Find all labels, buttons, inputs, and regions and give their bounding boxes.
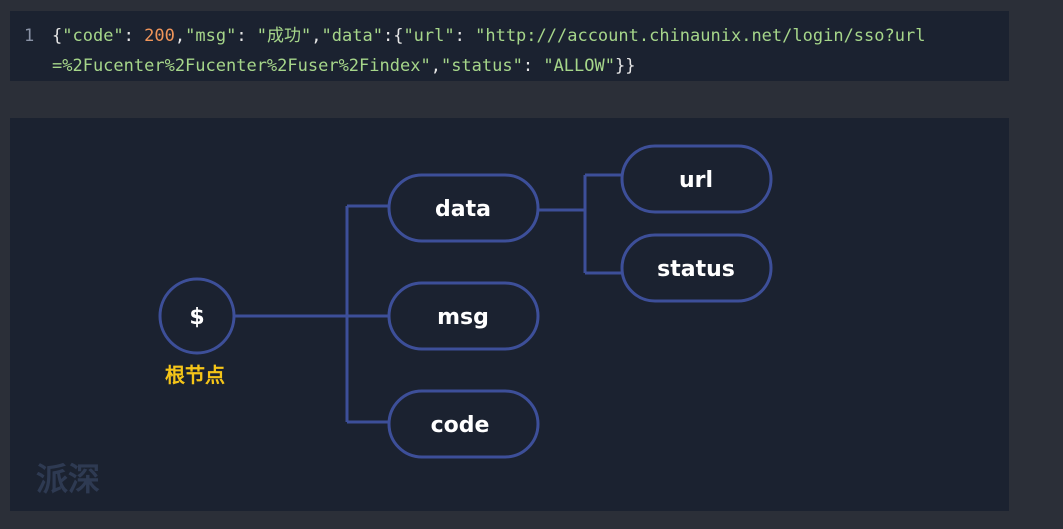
- line-number: 1: [24, 26, 35, 46]
- node-data-label: data: [435, 197, 491, 222]
- code-key-msg: "msg": [185, 26, 237, 46]
- code-token: :: [236, 26, 257, 46]
- code-token: ,: [174, 26, 186, 46]
- code-token: {: [52, 26, 63, 46]
- json-tree-diagram: $ 根节点 data msg code url status 派深: [10, 118, 1009, 511]
- code-token: ,: [311, 26, 322, 46]
- code-key-code: "code": [62, 26, 124, 46]
- root-node: [158, 277, 236, 355]
- node-data: [387, 173, 540, 243]
- node-msg-label: msg: [437, 305, 489, 330]
- code-value-code: 200: [144, 26, 175, 46]
- code-token: :: [454, 26, 476, 46]
- code-key-status: "status": [440, 56, 523, 76]
- code-key-url: "url": [403, 26, 455, 46]
- tree-svg: $ 根节点 data msg code url status 派深: [36, 144, 773, 498]
- node-code-label: code: [431, 413, 490, 438]
- code-token: }}: [614, 56, 636, 76]
- code-token: :: [522, 56, 544, 76]
- code-value-url: "http:///account.chinaunix.net/login/sso…: [475, 26, 926, 46]
- node-msg: [387, 281, 540, 351]
- code-token: :{: [382, 26, 404, 46]
- code-token: :: [123, 26, 145, 46]
- code-value-status: "ALLOW": [543, 56, 615, 76]
- code-text: {"code": 200,"msg": "成功","data":{"url": …: [52, 21, 1002, 81]
- code-block: 1 {"code": 200,"msg": "成功","data":{"url"…: [10, 11, 1009, 81]
- node-url: [620, 144, 773, 214]
- code-token: ,: [430, 56, 441, 76]
- node-status-label: status: [657, 257, 735, 282]
- code-key-data: "data": [321, 26, 383, 46]
- node-code: [387, 389, 540, 459]
- code-value-msg: "成功": [256, 26, 312, 46]
- node-url-label: url: [679, 168, 713, 193]
- node-status: [620, 233, 773, 303]
- code-value-url-cont: =%2Fucenter%2Fucenter%2Fuser%2Findex": [52, 56, 431, 76]
- root-label: $: [189, 305, 204, 330]
- root-caption: 根节点: [165, 363, 225, 387]
- watermark-logo: 派深: [36, 460, 100, 498]
